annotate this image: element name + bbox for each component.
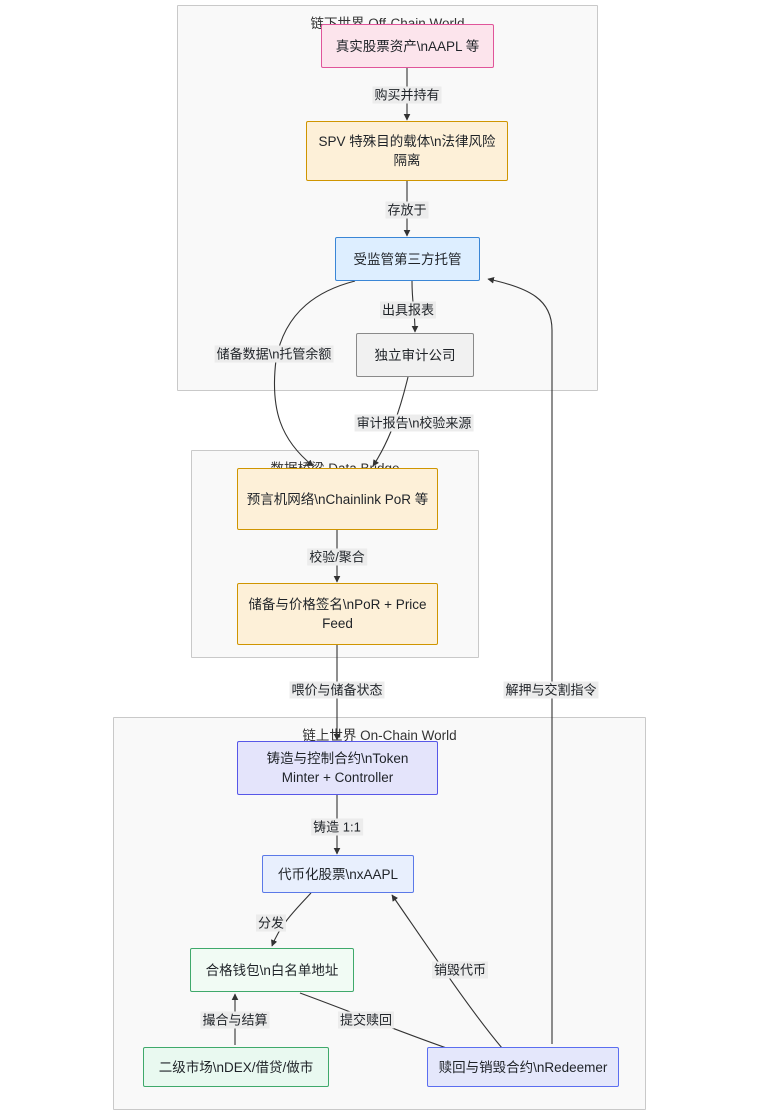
edge-label-unlock-and-deliver: 解押与交割指令	[503, 681, 599, 699]
node-oracle-label: 预言机网络\nChainlink PoR 等	[246, 491, 429, 507]
node-auditor-label: 独立审计公司	[374, 347, 456, 363]
node-minter[interactable]: 铸造与控制合约\nToken Minter + Controller	[237, 741, 438, 795]
node-redeemer-label: 赎回与销毁合约\nRedeemer	[438, 1059, 608, 1075]
edge-label-mint-1to1: 铸造 1:1	[311, 818, 363, 836]
node-feed[interactable]: 储备与价格签名\nPoR + Price Feed	[237, 583, 438, 645]
node-feed-label: 储备与价格签名\nPoR + Price Feed	[248, 597, 427, 631]
node-secondary[interactable]: 二级市场\nDEX/借贷/做市	[143, 1047, 329, 1087]
node-token[interactable]: 代币化股票\nxAAPL	[262, 855, 414, 893]
edge-label-buy-and-hold: 购买并持有	[372, 86, 442, 104]
cluster-onchain-title: 链上世界 On-Chain World	[302, 728, 457, 743]
node-custody-label: 受监管第三方托管	[353, 251, 462, 267]
node-secondary-label: 二级市场\nDEX/借贷/做市	[158, 1059, 314, 1075]
node-oracle[interactable]: 预言机网络\nChainlink PoR 等	[237, 468, 438, 530]
node-spv[interactable]: SPV 特殊目的载体\n法律风险隔离	[306, 121, 508, 181]
edge-label-distribute: 分发	[255, 914, 287, 932]
node-wallet[interactable]: 合格钱包\n白名单地址	[190, 948, 354, 992]
edge-label-submit-redeem: 提交赎回	[337, 1011, 395, 1029]
node-token-label: 代币化股票\nxAAPL	[277, 866, 399, 882]
edge-label-issue-report: 出具报表	[379, 301, 437, 319]
edge-label-match-and-settle: 撮合与结算	[200, 1011, 270, 1029]
node-real-asset[interactable]: 真实股票资产\nAAPL 等	[321, 24, 494, 68]
node-real-asset-label: 真实股票资产\nAAPL 等	[335, 38, 480, 54]
edge-label-audit-report: 审计报告\n校验来源	[354, 414, 474, 432]
edge-label-verify-aggregate: 校验/聚合	[307, 548, 367, 566]
cluster-offchain: 链下世界 Off-Chain World	[177, 5, 598, 391]
node-custody[interactable]: 受监管第三方托管	[335, 237, 480, 281]
node-auditor[interactable]: 独立审计公司	[356, 333, 474, 377]
node-redeemer[interactable]: 赎回与销毁合约\nRedeemer	[427, 1047, 619, 1087]
node-minter-label: 铸造与控制合约\nToken Minter + Controller	[266, 751, 409, 785]
edge-label-price-and-reserve: 喂价与储备状态	[289, 681, 385, 699]
edge-label-burn-token: 销毁代币	[431, 961, 489, 979]
edge-label-reserve-data: 储备数据\n托管余额	[214, 345, 334, 363]
edge-label-stored-at: 存放于	[385, 201, 429, 219]
node-wallet-label: 合格钱包\n白名单地址	[205, 962, 339, 978]
node-spv-label: SPV 特殊目的载体\n法律风险隔离	[318, 134, 496, 168]
